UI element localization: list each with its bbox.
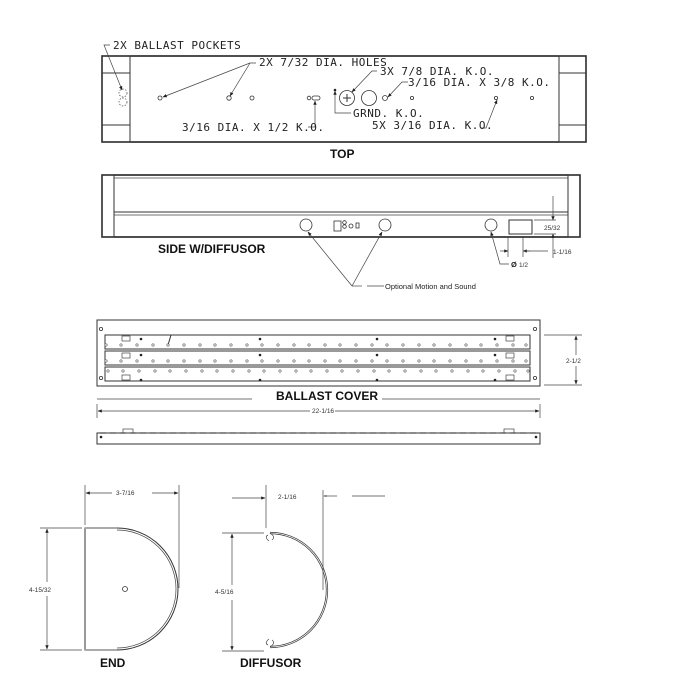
diffusor-view: 4-5/16 2-1/16 DIFFUSOR xyxy=(215,485,385,670)
diffusor-profile xyxy=(269,531,329,649)
dim-diffusor-height: 4-5/16 xyxy=(215,589,234,596)
side-view-title: SIDE W/DIFFUSOR xyxy=(158,242,266,256)
top-view: 2X BALLAST POCKETS 2X 7/32 DIA. HOLES 3X… xyxy=(101,39,587,161)
ballast-cover-view: BALLAST COVER 22-1/16 2-1/2 xyxy=(96,319,582,445)
end-view: 4-15/32 3-7/16 END xyxy=(29,485,180,670)
dim-end-depth: 3-7/16 xyxy=(116,490,135,497)
callout-grnd-ko: GRND. K.O. xyxy=(353,107,424,120)
top-view-title: TOP xyxy=(330,147,354,161)
ballast-cover-profile xyxy=(96,432,541,445)
dim-cover-width: 2-1/2 xyxy=(566,358,581,365)
knockout-icon xyxy=(361,90,377,106)
sensor-hole-icon xyxy=(299,218,313,232)
diffusor-view-title: DIFFUSOR xyxy=(240,656,302,670)
left-end-cap xyxy=(101,55,131,143)
optional-motion-note: Optional Motion and Sound xyxy=(385,282,476,291)
end-cap-hole-icon xyxy=(122,586,128,592)
diameter-symbol: Ø xyxy=(511,260,517,269)
callout-316x38-ko: 3/16 DIA. X 3/8 K.O. xyxy=(408,76,550,89)
dim-cover-length: 22-1/16 xyxy=(312,408,334,415)
ballast-cover-outline xyxy=(96,319,541,387)
callout-316x12-ko: 3/16 DIA. X 1/2 K.O. xyxy=(182,121,324,134)
end-view-title: END xyxy=(100,656,126,670)
callout-ballast-pockets: 2X BALLAST POCKETS xyxy=(113,39,241,52)
right-end-cap xyxy=(558,55,587,143)
callout-78-ko: 3X 7/8 DIA. K.O. xyxy=(380,65,494,78)
end-cap-outline xyxy=(84,527,179,651)
dim-end-height: 4-15/32 xyxy=(29,587,51,594)
ballast-cover-title: BALLAST COVER xyxy=(276,389,378,403)
sensor-hole-icon xyxy=(484,218,498,232)
callout-dia-holes: 2X 7/32 DIA. HOLES xyxy=(259,56,387,69)
ballast-pocket-icon xyxy=(118,88,128,98)
callout-316-ko: 5X 3/16 DIA. K.O. xyxy=(372,119,493,132)
side-view: Optional Motion and Sound 25/32 1-1/16 Ø… xyxy=(101,174,581,291)
dim-diffusor-depth: 2-1/16 xyxy=(278,494,297,501)
dim-offset: 1-1/16 xyxy=(553,249,572,256)
dim-slot-height: 25/32 xyxy=(544,225,561,232)
ballast-pocket-icon xyxy=(118,97,128,107)
sensor-hole-icon xyxy=(378,218,392,232)
dim-hole-dia: 1/2 xyxy=(519,262,528,269)
